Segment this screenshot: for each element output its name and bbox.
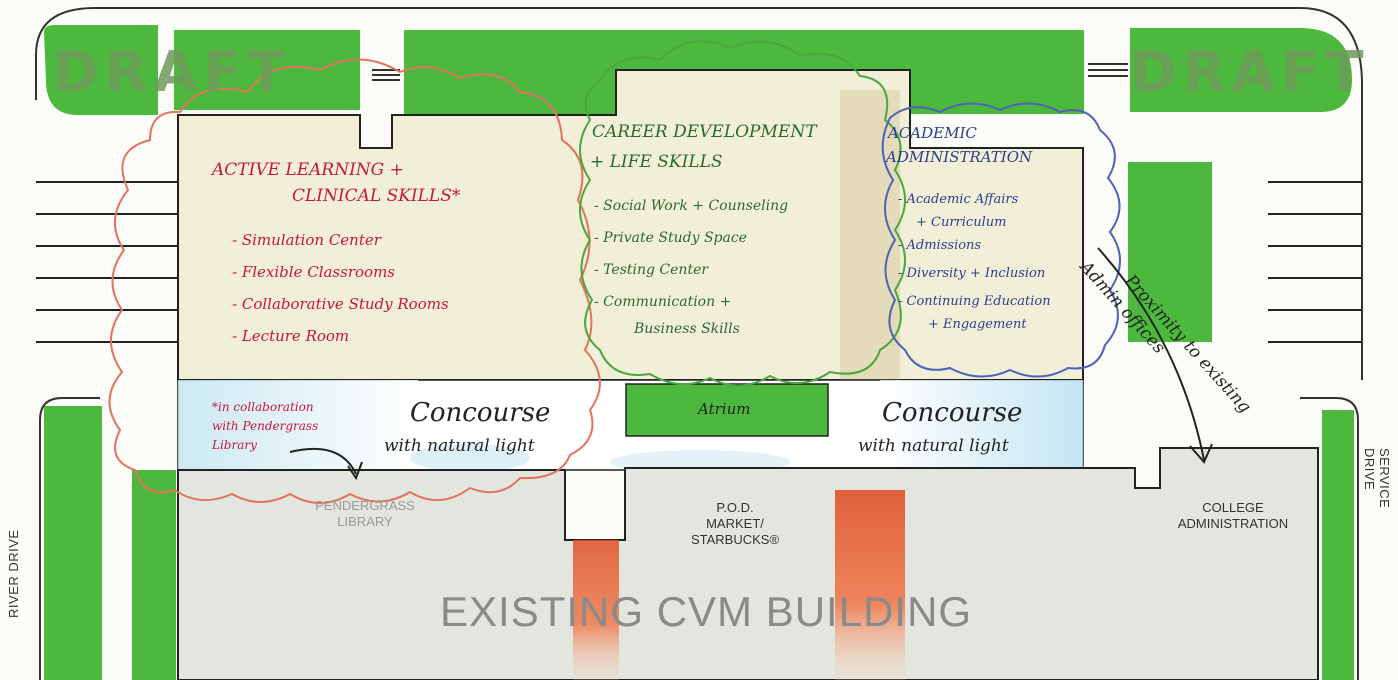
- label-line: LIBRARY: [337, 514, 393, 529]
- label-line: STARBUCKS®: [690, 532, 780, 547]
- concourse-right-sub: with natural light: [858, 436, 1009, 456]
- list-item: - Diversity + Inclusion: [898, 266, 1046, 281]
- list-item: - Private Study Space: [594, 230, 747, 246]
- list-item: + Engagement: [928, 317, 1027, 332]
- atrium-label: Atrium: [698, 400, 751, 418]
- active-learning-title-2: CLINICAL SKILLS*: [292, 186, 461, 206]
- existing-building: [177, 447, 1319, 680]
- service-drive-label: SERVICE DRIVE: [1362, 448, 1392, 509]
- footnote-line: with Pendergrass: [212, 419, 319, 433]
- list-item: - Testing Center: [594, 262, 709, 278]
- career-title-1: CAREER DEVELOPMENT: [592, 122, 817, 142]
- lawn-right-mid: [1128, 162, 1212, 342]
- footnote-line: Library: [212, 438, 257, 452]
- lawn-left-bottom: [44, 406, 102, 680]
- atrium-block: [625, 383, 829, 437]
- list-item: - Continuing Education: [898, 294, 1051, 309]
- academic-title-2: ADMINISTRATION: [886, 148, 1033, 166]
- list-item: - Lecture Room: [232, 327, 350, 345]
- list-item: - Academic Affairs: [898, 192, 1019, 207]
- active-learning-bubble: [108, 58, 601, 504]
- lawn-top-left-a: [44, 25, 158, 115]
- existing-building-label: EXISTING CVM BUILDING: [440, 588, 973, 635]
- river-drive-label: RIVER DRIVE: [6, 529, 21, 618]
- lawn-top-left-b: [174, 30, 360, 110]
- active-learning-title-1: ACTIVE LEARNING +: [212, 160, 404, 180]
- corridor-strip-left: [573, 540, 619, 680]
- road-outline-top: [95, 7, 1363, 380]
- library-footnote: *in collaboration with Pendergrass Libra…: [212, 398, 318, 455]
- list-item: - Collaborative Study Rooms: [232, 295, 449, 313]
- concourse-left-sub: with natural light: [384, 436, 535, 456]
- academic-title-1: ACADEMIC: [888, 124, 977, 142]
- list-item: - Communication +: [594, 294, 732, 310]
- proximity-arrow: [1097, 247, 1205, 461]
- label-line: COLLEGE: [1202, 500, 1264, 515]
- pod-label: P.O.D. MARKET/ STARBUCKS®: [680, 500, 790, 548]
- list-item: Business Skills: [634, 321, 740, 337]
- list-item: - Simulation Center: [232, 231, 381, 249]
- academic-bubble: [881, 102, 1121, 378]
- concourse-right-title: Concourse: [882, 398, 1023, 428]
- library-label: PENDERGRASS LIBRARY: [290, 498, 440, 530]
- career-title-2: + LIFE SKILLS: [590, 152, 723, 172]
- list-item: - Admissions: [898, 238, 982, 253]
- draft-watermark-left: DRAFT: [52, 40, 292, 105]
- list-item: + Curriculum: [916, 215, 1007, 230]
- label-line: PENDERGRASS: [315, 498, 415, 513]
- concourse-left-title: Concourse: [410, 398, 551, 428]
- label-line: MARKET/: [706, 516, 764, 531]
- corridor-strip-right: [835, 490, 905, 680]
- career-list: - Social Work + Counseling - Private Stu…: [594, 190, 788, 340]
- list-item: - Social Work + Counseling: [594, 198, 789, 214]
- career-bubble: [579, 40, 906, 387]
- list-item: - Flexible Classrooms: [232, 263, 395, 281]
- active-learning-list: - Simulation Center - Flexible Classroom…: [232, 224, 449, 352]
- library-arrow: [289, 447, 357, 475]
- college-admin-label: COLLEGE ADMINISTRATION: [1168, 500, 1298, 532]
- lawn-top-right: [1130, 28, 1352, 112]
- label-line: P.O.D.: [716, 500, 754, 515]
- label-line: ADMINISTRATION: [1177, 516, 1289, 531]
- academic-list: - Academic Affairs + Curriculum - Admiss…: [898, 186, 1051, 334]
- draft-watermark-right: DRAFT: [1130, 40, 1370, 105]
- lawn-left-inner: [132, 470, 176, 680]
- lawn-right-bottom: [1322, 410, 1354, 680]
- parking-stripes: [36, 181, 1362, 343]
- footnote-line: *in collaboration: [212, 400, 314, 414]
